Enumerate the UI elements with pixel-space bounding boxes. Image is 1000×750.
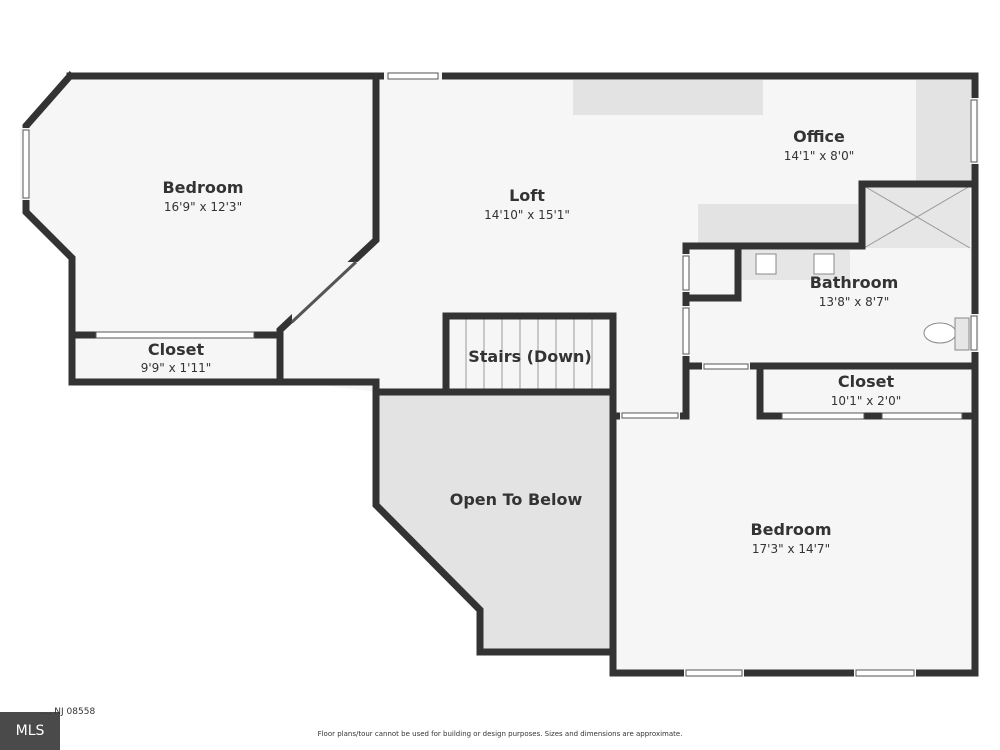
office-counter — [573, 80, 763, 115]
stairs-name: Stairs (Down) — [468, 347, 592, 366]
bedroom-se-dims: 17'3" x 14'7" — [752, 542, 830, 556]
office-desk — [916, 80, 971, 182]
open-below-name: Open To Below — [450, 490, 583, 509]
bathroom-closet-door — [682, 255, 690, 291]
closet-w-name: Closet — [148, 340, 205, 359]
floor-fills — [26, 76, 975, 673]
window-loft-top — [387, 72, 439, 80]
bath-closet-wall — [682, 242, 742, 302]
window-bedroom-nw — [22, 129, 30, 199]
window-office — [970, 99, 978, 163]
bedroom-nw-name: Bedroom — [162, 178, 243, 197]
closet-e-dims: 10'1" x 2'0" — [831, 394, 902, 408]
bedroom-nw-door — [290, 260, 358, 324]
room-labels: Bedroom 16'9" x 12'3" Closet 9'9" x 1'11… — [141, 127, 902, 556]
bathroom-dims: 13'8" x 8'7" — [819, 295, 890, 309]
sink-left-icon — [755, 253, 777, 275]
window-bedroom-se-1 — [685, 669, 743, 677]
window-bedroom-se-2 — [855, 669, 915, 677]
bathroom-bedroom-door — [703, 363, 749, 370]
office-dims: 14'1" x 8'0" — [784, 149, 855, 163]
toilet-icon — [923, 322, 957, 344]
bathroom-name: Bathroom — [810, 273, 899, 292]
closet-e-door-left — [781, 412, 865, 420]
bedroom-se-door — [621, 412, 679, 419]
closet-w-door — [95, 331, 255, 339]
office-name: Office — [793, 127, 845, 146]
stairs — [465, 318, 593, 390]
sink-right-icon — [813, 253, 835, 275]
openings — [20, 72, 979, 677]
bedroom-se-name: Bedroom — [750, 520, 831, 539]
closet-e-door-right — [881, 412, 963, 420]
loft-counter — [698, 204, 858, 244]
bedroom-nw-dims: 16'9" x 12'3" — [164, 200, 242, 214]
bath-fixtures — [755, 185, 971, 351]
loft-name: Loft — [509, 186, 545, 205]
closet-e-name: Closet — [838, 372, 895, 391]
loft-dims: 14'10" x 15'1" — [484, 208, 570, 222]
stairs-wall — [442, 312, 617, 420]
shower-diagonal-2 — [863, 185, 971, 249]
window-bathroom — [970, 315, 978, 351]
bathroom-door — [682, 307, 690, 355]
disclaimer-text: Floor plans/tour cannot be used for buil… — [317, 730, 683, 738]
open-to-below-area — [376, 392, 613, 652]
address-text: ..., NJ 08558 — [40, 707, 96, 717]
mls-badge: MLS — [0, 712, 60, 750]
closet-w-dims: 9'9" x 1'11" — [141, 361, 212, 375]
toilet-tank-icon — [954, 317, 970, 351]
